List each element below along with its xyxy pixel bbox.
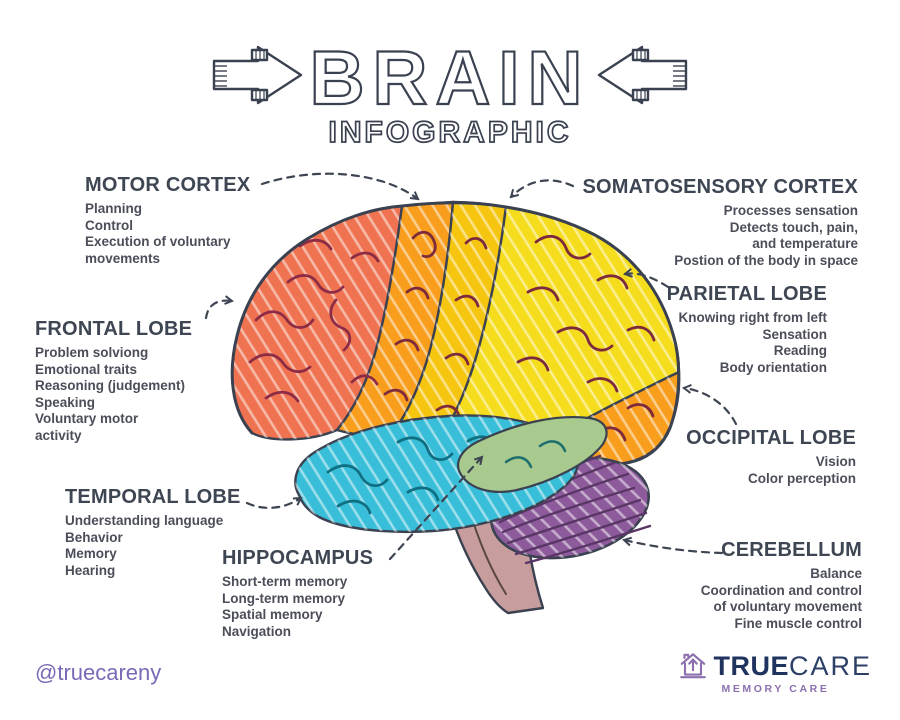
hippocampus-title: HIPPOCAMPUS <box>222 547 374 569</box>
frontal-lobe-desc-line: Voluntary motor <box>35 411 139 426</box>
label-somatosensory-cortex: SOMATOSENSORY CORTEX Processes sensation… <box>582 176 858 269</box>
motor-cortex-desc-line: Execution of voluntary <box>85 234 231 249</box>
parietal-lobe-desc-line: Body orientation <box>719 359 827 375</box>
hippocampus-desc-line: Long-term memory <box>222 590 346 606</box>
hippocampus-desc-line: Spatial memory <box>222 607 323 622</box>
title-left-arrow-icon <box>212 45 303 105</box>
hippocampus-desc-line: Short-term memory <box>222 574 348 589</box>
frontal-lobe-desc-line: Emotional traits <box>35 361 138 377</box>
cerebellum-desc-line: of voluntary movement <box>713 599 862 614</box>
truecare-logo: TRUECARE MEMORY CARE <box>677 650 872 695</box>
somatosensory-desc-line: Processes sensation <box>723 203 858 218</box>
cerebellum-desc-line: Coordination and control <box>700 582 862 598</box>
hippocampus-region <box>457 415 608 493</box>
motor-cortex-title: MOTOR CORTEX <box>85 174 251 196</box>
parietal-lobe-desc-line: Knowing right from left <box>678 310 827 325</box>
cerebrum-outline <box>230 201 681 466</box>
temporal-lobe-desc-line: Understanding language <box>65 513 224 528</box>
temporal-lobe-desc-line: Memory <box>65 546 117 561</box>
cerebellum-desc-line: Fine muscle control <box>734 615 862 631</box>
hippocampus-gyri-lines <box>504 440 567 469</box>
label-motor-cortex: MOTOR CORTEX Planning Control Execution … <box>85 174 250 267</box>
temporal-lobe-title: TEMPORAL LOBE <box>65 486 241 508</box>
label-occipital-lobe: OCCIPITAL LOBE Vision Color perception <box>686 427 856 487</box>
truecare-house-icon <box>680 653 707 679</box>
somatosensory-desc-line: and temperature <box>752 236 858 251</box>
label-frontal-lobe: FRONTAL LOBE Problem solviong Emotional … <box>35 318 192 444</box>
cortex-gyri-lines <box>383 230 656 442</box>
frontal-lobe-desc-line: Speaking <box>35 394 96 410</box>
title-sub: INFOGRAPHIC <box>329 116 572 149</box>
hippocampus-arrow <box>388 455 484 561</box>
occipital-lobe-desc-line: Vision <box>815 454 856 469</box>
title-main: BRAIN <box>310 36 591 121</box>
frontal-lobe-desc-line: Problem solviong <box>35 345 149 360</box>
frontal-lobe-desc-line: Reasoning (judgement) <box>35 378 186 393</box>
frontal-lobe-arrow <box>204 295 234 320</box>
somatosensory-arrow <box>509 179 575 199</box>
cerebellum-title: CEREBELLUM <box>721 539 862 561</box>
cerebellum-desc-line: Balance <box>810 566 862 581</box>
occipital-lobe-desc-line: Color perception <box>747 470 856 486</box>
frontal-gyri-lines <box>248 238 380 403</box>
somatosensory-cortex-title: SOMATOSENSORY CORTEX <box>582 176 858 198</box>
brand-tagline: MEMORY CARE <box>721 683 830 695</box>
label-pointer-arrows <box>204 172 738 561</box>
motor-cortex-desc-line: movements <box>85 250 161 266</box>
somatosensory-desc-line: Postion of the body in space <box>674 252 858 268</box>
social-handle: @truecareny <box>35 660 162 685</box>
frontal-lobe-title: FRONTAL LOBE <box>35 318 193 340</box>
temporal-lobe-arrow <box>245 496 303 509</box>
label-hippocampus: HIPPOCAMPUS Short-term memory Long-term … <box>222 547 373 640</box>
brand-name-true: TRUE <box>713 650 789 681</box>
title-right-arrow-icon <box>597 45 688 105</box>
motor-cortex-desc-line: Planning <box>85 201 142 216</box>
somatosensory-desc-line: Detects touch, pain, <box>729 219 858 235</box>
brand-name-care: CARE <box>788 650 872 681</box>
motor-cortex-desc-line: Control <box>85 217 133 233</box>
parietal-lobe-arrow <box>623 268 670 289</box>
frontal-lobe-desc-line: activity <box>35 427 82 443</box>
motor-cortex-arrow <box>260 172 420 201</box>
parietal-lobe-desc-line: Sensation <box>762 326 827 342</box>
temporal-lobe-desc-line: Behavior <box>65 529 123 545</box>
label-temporal-lobe: TEMPORAL LOBE Understanding language Beh… <box>65 486 241 579</box>
occipital-lobe-title: OCCIPITAL LOBE <box>686 427 856 449</box>
parietal-lobe-desc-line: Reading <box>773 343 827 358</box>
temporal-lobe-desc-line: Hearing <box>65 562 116 578</box>
label-cerebellum: CEREBELLUM Balance Coordination and cont… <box>701 539 862 632</box>
occipital-lobe-arrow <box>682 384 738 426</box>
label-parietal-lobe: PARIETAL LOBE Knowing right from left Se… <box>667 283 827 376</box>
hippocampus-desc-line: Navigation <box>222 623 292 639</box>
parietal-lobe-title: PARIETAL LOBE <box>666 283 827 305</box>
